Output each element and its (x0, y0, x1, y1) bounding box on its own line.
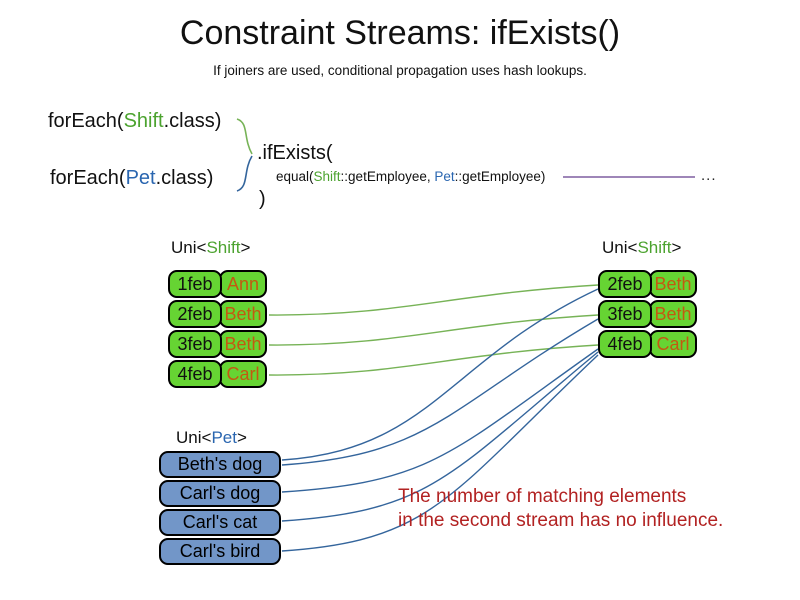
pet-cell: Carl's bird (159, 538, 281, 565)
pet-label: Uni<Pet> (176, 428, 247, 448)
left-shift-label: Uni<Shift> (171, 238, 250, 258)
pet-cell: Carl's dog (159, 480, 281, 507)
code-foreach-shift: forEach(Shift.class) (48, 110, 221, 133)
label-text: > (240, 238, 251, 257)
shift-employee-cell: Beth (649, 270, 697, 298)
label-text: > (671, 238, 682, 257)
match-line-left-shift-4feb-to-right-shift-4feb (268, 344, 599, 376)
pet-class-token: Pet (211, 428, 237, 447)
note-line-2: in the second stream has no influence. (398, 510, 724, 531)
match-line-left-shift-2feb-to-right-shift-2feb (268, 284, 599, 316)
code-close-paren: ) (259, 188, 266, 210)
label-text: Uni< (602, 238, 638, 257)
shift-date-cell: 3feb (168, 330, 222, 358)
brace-upper-green (236, 118, 253, 155)
note-text: The number of matching elements in the s… (398, 485, 723, 533)
code-text: .class) (155, 167, 214, 189)
code-foreach-pet: forEach(Pet.class) (50, 167, 213, 190)
code-text: forEach( (48, 110, 124, 132)
shift-employee-cell: Ann (219, 270, 267, 298)
pet-cell: Beth's dog (159, 451, 281, 478)
shift-employee-cell: Beth (219, 330, 267, 358)
shift-class-token: Shift (123, 110, 164, 132)
shift-employee-cell: Carl (649, 330, 697, 358)
shift-employee-cell: Beth (649, 300, 697, 328)
pet-class-token: Pet (434, 169, 455, 184)
shift-class-token: Shift (206, 238, 241, 257)
shift-date-cell: 4feb (598, 330, 652, 358)
right-shift-label: Uni<Shift> (602, 238, 681, 258)
code-ifexists: .ifExists( (257, 142, 333, 164)
label-text: Uni< (176, 428, 212, 447)
ellipsis-text: ... (701, 167, 717, 184)
shift-class-token: Shift (637, 238, 672, 257)
page-subtitle: If joiners are used, conditional propaga… (213, 63, 587, 78)
code-text: .class) (163, 110, 222, 132)
match-line-left-shift-3feb-to-right-shift-3feb (268, 314, 599, 346)
shift-date-cell: 1feb (168, 270, 222, 298)
note-line-1: The number of matching elements (398, 486, 687, 507)
match-line-pet-carl-bird-to-right-shift-4feb (281, 354, 599, 552)
match-line-pet-carl-dog-to-right-shift-4feb (281, 348, 599, 493)
code-text: ::getEmployee, (340, 169, 435, 184)
page-title: Constraint Streams: ifExists() (179, 14, 621, 52)
brace-lower-blue (236, 155, 253, 192)
pet-class-token: Pet (125, 167, 156, 189)
code-text: equal( (276, 169, 314, 184)
match-line-pet-beth-dog-to-right-shift-2feb (281, 288, 599, 461)
shift-date-cell: 4feb (168, 360, 222, 388)
shift-date-cell: 2feb (598, 270, 652, 298)
shift-employee-cell: Carl (219, 360, 267, 388)
label-text: > (236, 428, 247, 447)
code-joiner: equal(Shift::getEmployee, Pet::getEmploy… (276, 169, 545, 184)
shift-class-token: Shift (313, 169, 341, 184)
pet-cell: Carl's cat (159, 509, 281, 536)
match-line-pet-beth-dog-to-right-shift-3feb (281, 318, 599, 466)
shift-employee-cell: Beth (219, 300, 267, 328)
match-line-pet-carl-cat-to-right-shift-4feb (281, 351, 599, 522)
code-text: forEach( (50, 167, 126, 189)
code-text: ::getEmployee) (454, 169, 546, 184)
shift-date-cell: 2feb (168, 300, 222, 328)
shift-date-cell: 3feb (598, 300, 652, 328)
label-text: Uni< (171, 238, 207, 257)
